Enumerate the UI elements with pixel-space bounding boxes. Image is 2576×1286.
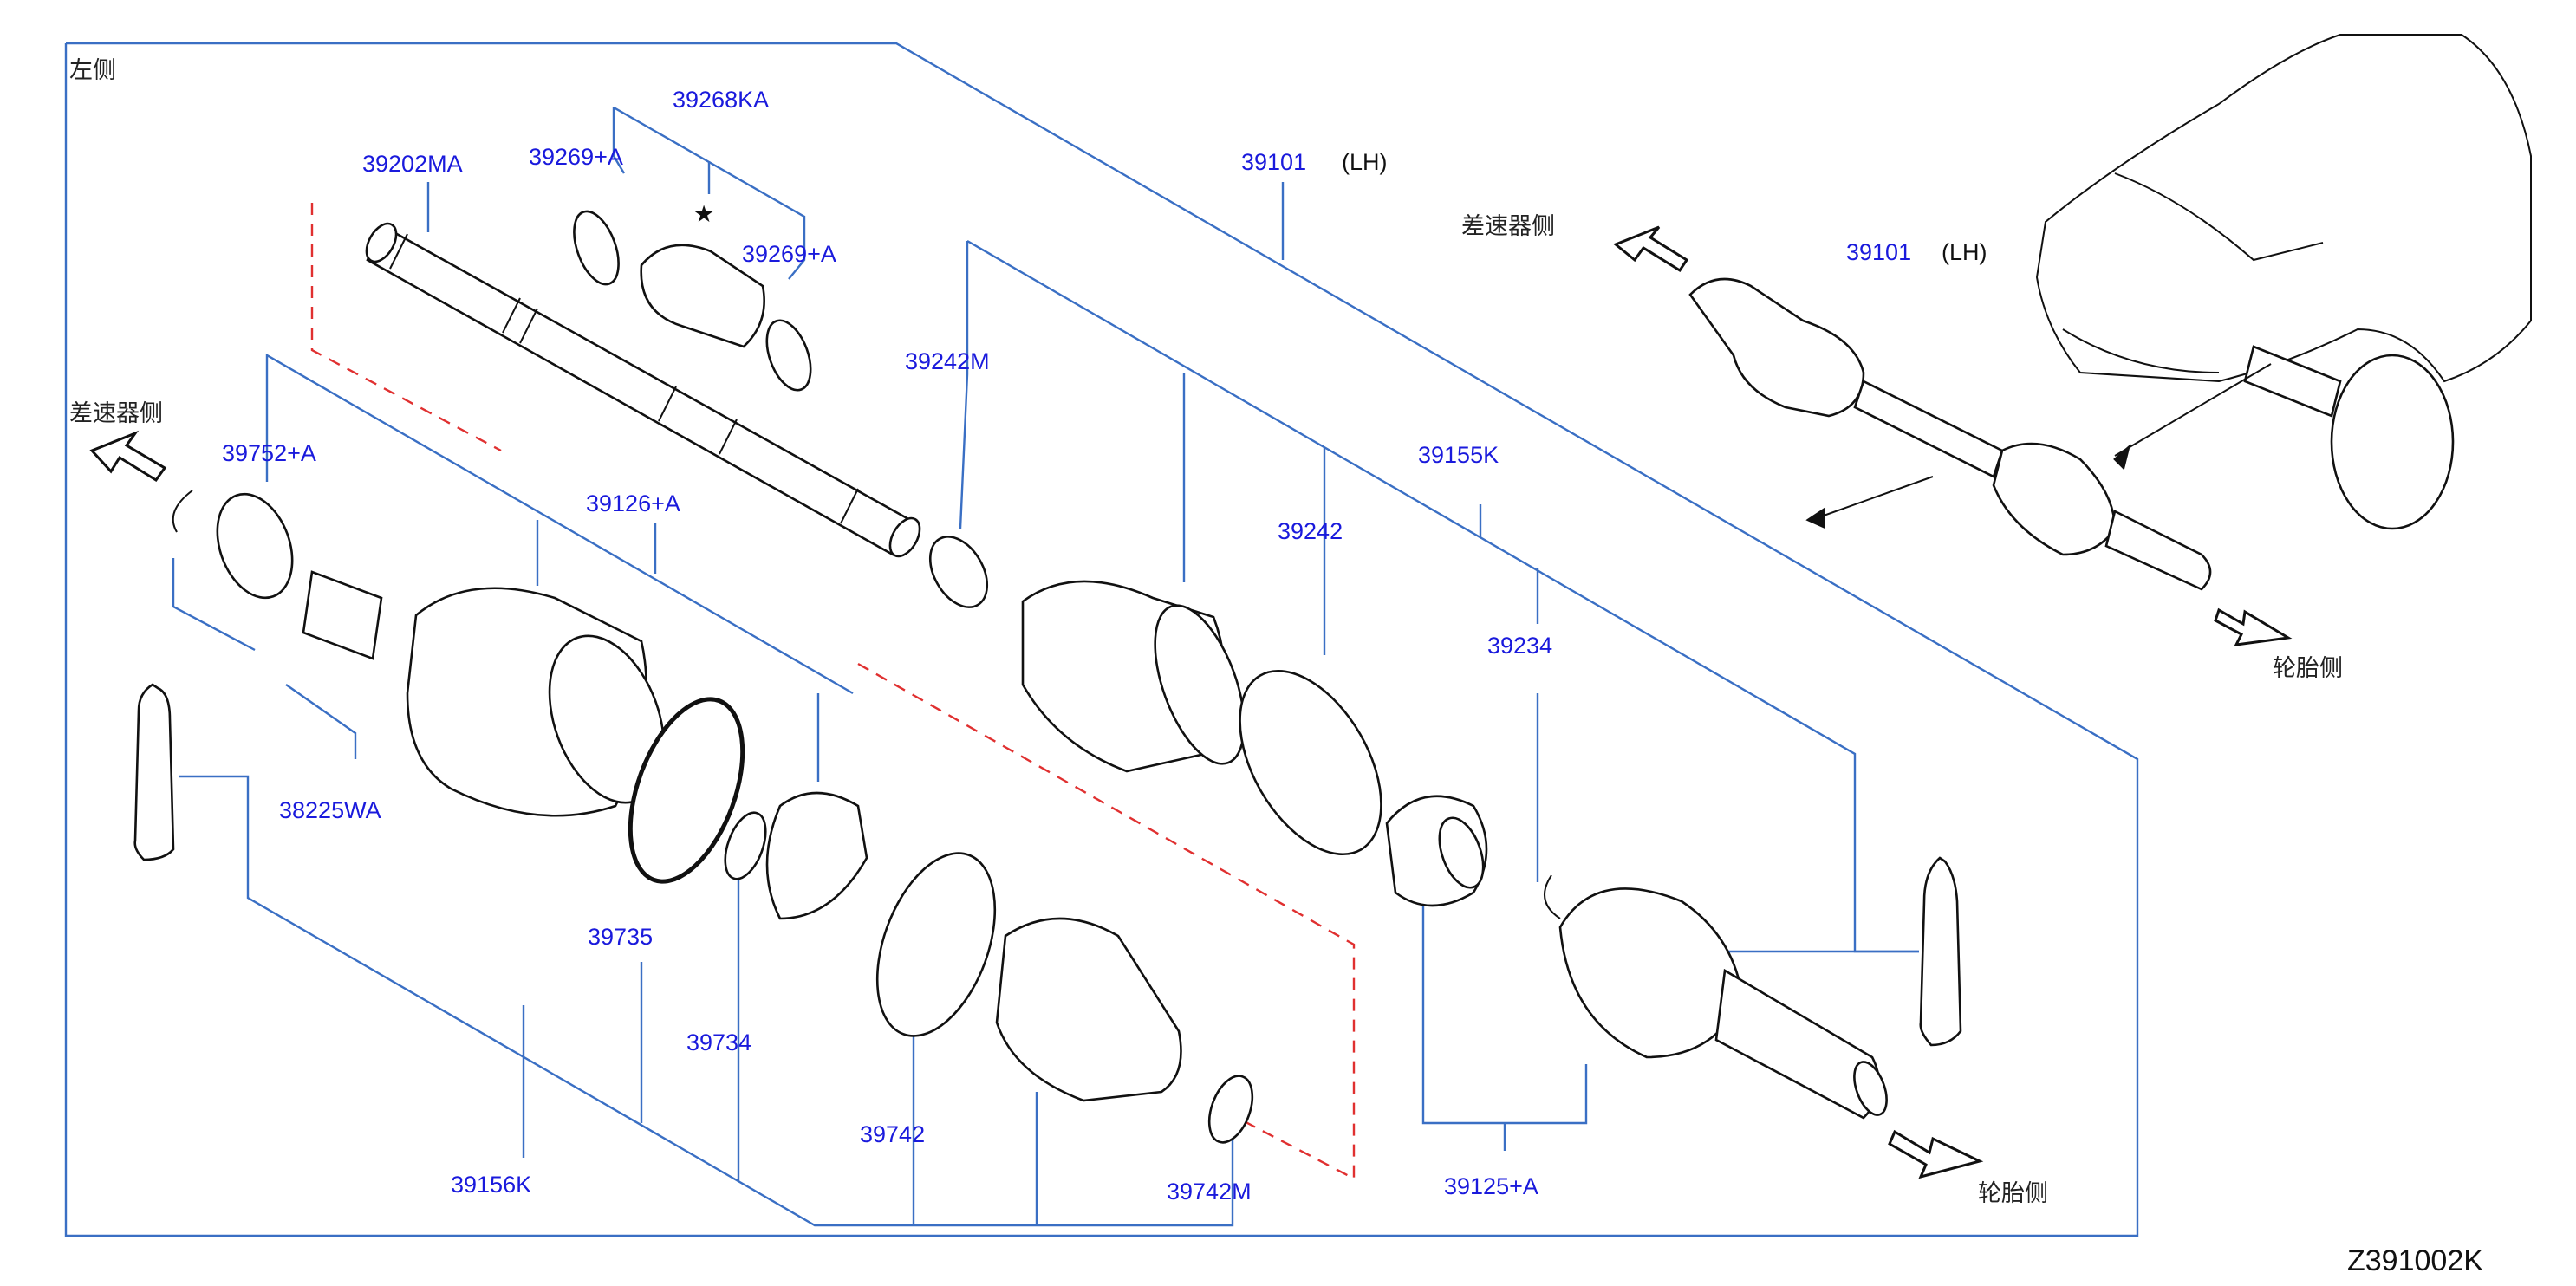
band-39242 <box>1239 669 1382 856</box>
callout-39269a-2: 39269+A <box>742 241 836 267</box>
label-tire-side-bottom: 轮胎侧 <box>1978 1180 2048 1207</box>
outer-joint <box>1558 887 1888 1120</box>
arrow-tire-right <box>1888 1129 1984 1179</box>
callout-38225wa: 38225WA <box>279 797 381 823</box>
callout-39125a: 39125+A <box>1444 1173 1538 1199</box>
snap-ring-39734 <box>724 811 767 880</box>
kit-outline <box>310 203 502 452</box>
drawing-code: Z391002K <box>2347 1244 2483 1277</box>
label-tire-side-right: 轮胎侧 <box>2273 655 2343 682</box>
callout-39735: 39735 <box>588 924 653 950</box>
label-left-side: 左侧 <box>69 57 116 84</box>
grease-tube-left <box>133 683 175 861</box>
callout-39742m: 39742M <box>1167 1179 1252 1205</box>
callout-39734: 39734 <box>686 1029 751 1055</box>
callout-39101-inset-lh: (LH) <box>1942 239 1987 265</box>
callout-39268ka: 39268KA <box>673 87 769 113</box>
callout-39269a-1: 39269+A <box>529 144 623 170</box>
arrow-tire-top <box>2214 607 2293 646</box>
callout-39202ma: 39202MA <box>362 151 463 177</box>
callout-39126a: 39126+A <box>586 490 680 516</box>
halfshaft-inset <box>1688 277 2272 591</box>
callout-39242: 39242 <box>1278 518 1343 544</box>
label-diff-side-left: 差速器侧 <box>69 400 163 427</box>
callout-39101-inset: 39101 <box>1846 239 1911 265</box>
arrow-diff-left <box>89 430 167 483</box>
boot-upper <box>1021 580 1246 773</box>
callout-39242m: 39242M <box>905 348 990 374</box>
callout-39156k: 39156K <box>451 1172 531 1198</box>
kit-outline-lower <box>857 662 1356 1180</box>
label-diff-side-top: 差速器侧 <box>1461 213 1555 240</box>
callout-39101: 39101 <box>1241 149 1306 175</box>
axle-shaft <box>365 222 921 558</box>
callout-39234: 39234 <box>1487 633 1552 659</box>
callout-39101-lh: (LH) <box>1342 149 1388 175</box>
callout-39155k: 39155K <box>1418 442 1499 468</box>
star-marker: ★ <box>693 201 714 227</box>
grease-tube-right <box>1919 856 1962 1047</box>
band-39742 <box>875 852 997 1037</box>
callout-39742: 39742 <box>860 1121 925 1147</box>
vehicle-inset <box>2035 34 2532 530</box>
clamp-39242m <box>928 536 989 608</box>
joint-39234 <box>1385 795 1561 919</box>
callout-39752a: 39752+A <box>222 440 316 466</box>
o-ring-39735 <box>628 697 745 884</box>
leader-lines <box>172 106 1919 1227</box>
clamp-39742m <box>1207 1075 1254 1144</box>
arrow-diff-top <box>1613 225 1689 273</box>
frame-outline <box>64 42 2139 1237</box>
inner-joint-assembly <box>172 490 1254 1144</box>
small-boot-kit <box>573 210 812 392</box>
